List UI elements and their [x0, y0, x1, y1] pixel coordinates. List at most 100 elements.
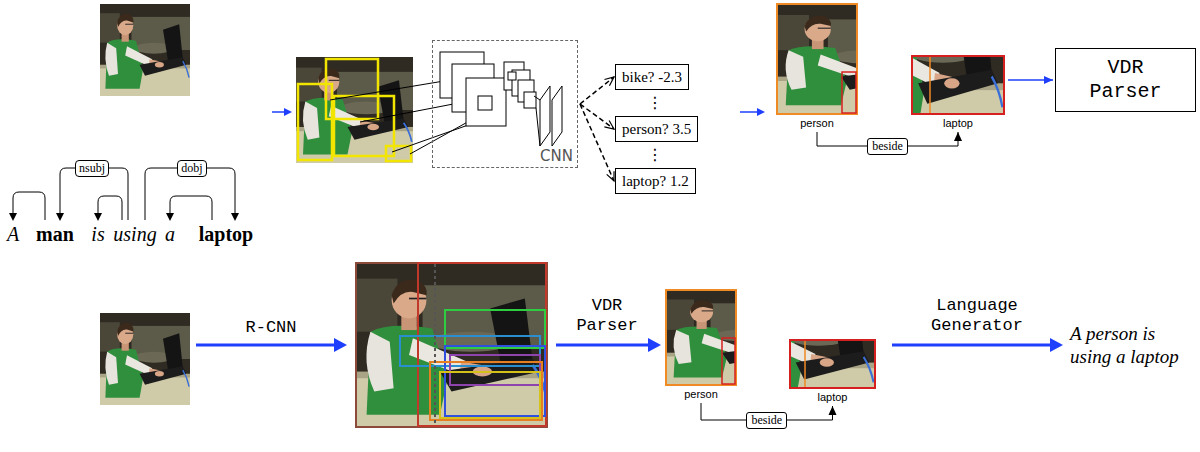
- shape-rect: [440, 372, 540, 418]
- arrow-head: [607, 171, 614, 181]
- arrow-head: [829, 406, 837, 415]
- photo: [296, 57, 413, 163]
- shape-polygon: [648, 338, 661, 352]
- text-label: A person is using a laptop: [1070, 322, 1196, 368]
- person-frame: [777, 4, 857, 114]
- person-frame: [666, 290, 736, 385]
- text-label: Language Generator: [912, 296, 1042, 336]
- shape-polygon: [1050, 338, 1063, 352]
- node-text: VDR Parser: [1086, 56, 1166, 104]
- proposal-boxes: [298, 59, 411, 161]
- shape-line: [534, 96, 540, 100]
- shape-line: [740, 111, 759, 113]
- shape-path: [170, 196, 212, 220]
- node-text: laptop? 1.2: [622, 172, 689, 190]
- shape-polygon: [334, 338, 347, 352]
- shape-polygon: [757, 108, 765, 116]
- dependency-label: nsubj: [75, 160, 109, 177]
- shape-rect: [445, 310, 545, 348]
- score-box: person? 3.5: [615, 116, 698, 142]
- shape-use: [100, 4, 190, 96]
- photo: [100, 313, 190, 405]
- shape-line: [556, 344, 650, 347]
- shape-line: [272, 111, 286, 113]
- connector: [580, 77, 614, 104]
- shape-path: [98, 196, 122, 220]
- overlap-frame: [722, 338, 735, 384]
- arrow-head: [1044, 76, 1053, 84]
- text-label: is: [91, 222, 104, 246]
- cnn-box: CNN: [432, 40, 578, 168]
- arrow-head: [604, 120, 614, 129]
- shape-use: [100, 313, 190, 405]
- text-label: laptop: [199, 222, 253, 246]
- dashed-arrow: [580, 104, 614, 181]
- photo-crop: [851, 0, 1004, 141]
- connector: [1008, 76, 1053, 84]
- node-text: laptop: [790, 391, 875, 404]
- object-crop: laptop: [790, 340, 875, 404]
- dashed-arrow: [580, 77, 614, 104]
- shape-polygon: [94, 213, 102, 221]
- shape-polygon: [231, 213, 239, 221]
- relation-label: beside: [867, 138, 908, 155]
- text-label: ⋮: [647, 145, 663, 165]
- dependency-label: dobj: [177, 160, 206, 177]
- object-crop: person: [666, 290, 736, 401]
- node-text: laptop: [912, 117, 1004, 130]
- photo-crop: [666, 290, 793, 385]
- shape-use: [296, 57, 413, 163]
- connector: [580, 104, 614, 129]
- shape-rect: [508, 72, 516, 80]
- shape-path: [13, 192, 45, 220]
- shape-line: [434, 264, 436, 426]
- shape-rect: [430, 362, 542, 420]
- node-text: nsubj: [79, 161, 105, 176]
- overlap-frame: [842, 72, 856, 113]
- score-box: bike? -2.3: [615, 64, 689, 90]
- shape-rect: [478, 96, 492, 110]
- shape-polygon: [284, 108, 292, 116]
- shape-use: [733, 269, 875, 410]
- shape-rect: [418, 263, 546, 426]
- shape-use: [777, 4, 922, 114]
- shape-polygon: [56, 213, 64, 221]
- shape-rect: [386, 146, 411, 161]
- shape-rect: [356, 263, 547, 427]
- cnn-layers: [440, 52, 562, 146]
- object-crop: person: [777, 4, 857, 130]
- shape-rect: [524, 92, 536, 108]
- text-label: using: [113, 222, 156, 246]
- node-text: dobj: [181, 161, 202, 176]
- node-text: person: [777, 117, 857, 130]
- photo-crop: [777, 4, 922, 114]
- arrow-head: [954, 132, 962, 141]
- text-label: ⋮: [647, 93, 663, 113]
- shape-polygon: [552, 86, 562, 146]
- node-text: person: [666, 388, 736, 401]
- arrow-head: [604, 77, 614, 86]
- flow-arrows-bold: [196, 338, 1063, 352]
- shape-use: [851, 0, 1004, 141]
- text-label: VDR Parser: [567, 296, 647, 336]
- node-text: CNN: [540, 147, 573, 165]
- text-label: A: [7, 222, 19, 246]
- text-label: man: [36, 222, 74, 246]
- overlap-line: [929, 57, 931, 113]
- score-box: laptop? 1.2: [615, 168, 696, 194]
- laptop-frame: [912, 56, 1004, 114]
- text-label: a: [165, 222, 175, 246]
- shape-polygon: [166, 213, 174, 221]
- process-box: VDR Parser: [1055, 48, 1196, 112]
- relation-label: beside: [746, 412, 787, 429]
- laptop-frame: [790, 340, 875, 388]
- shape-polygon: [9, 213, 17, 221]
- arc-heads: [9, 213, 239, 221]
- shape-line: [536, 108, 540, 146]
- object-crop: laptop: [912, 56, 1004, 130]
- shape-line: [892, 344, 1052, 347]
- shape-rect: [445, 346, 545, 416]
- shape-polygon: [540, 86, 550, 146]
- node-text: person? 3.5: [622, 120, 691, 138]
